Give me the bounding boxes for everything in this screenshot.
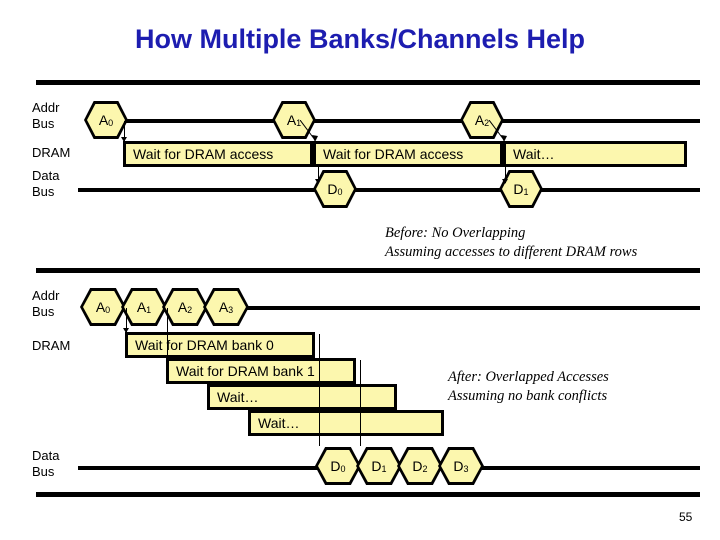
middle-divider-rule <box>36 268 700 273</box>
hexagon-fill <box>124 291 164 323</box>
before-dram-label: DRAM <box>32 145 71 160</box>
hexagon-fill <box>463 104 501 136</box>
hexagon-fill <box>502 173 540 205</box>
before-dram-wait-box-1: Wait for DRAM access <box>313 141 503 167</box>
before-connector-d1 <box>505 167 506 183</box>
after-connector-a1 <box>167 308 168 358</box>
before-connector-a2 <box>489 120 507 142</box>
after-dram-wait-box-3: Wait… <box>248 410 444 436</box>
after-data-bus-label: Data Bus <box>32 448 60 479</box>
hexagon-fill <box>359 450 399 482</box>
hexagon-fill <box>165 291 205 323</box>
after-connector-d0 <box>319 334 320 446</box>
after-addr-bus-line <box>246 306 700 310</box>
hexagon-fill <box>275 104 313 136</box>
before-connector-d0 <box>318 167 319 183</box>
after-connector-d1 <box>360 360 361 446</box>
before-connector-a0 <box>124 121 125 141</box>
hexagon-fill <box>87 104 125 136</box>
after-dram-label: DRAM <box>32 338 71 353</box>
page-number: 55 <box>679 510 693 524</box>
before-connector-a0-arrowhead <box>121 137 127 142</box>
page-title: How Multiple Banks/Channels Help <box>134 24 586 54</box>
after-dram-wait-box-2: Wait… <box>207 384 397 410</box>
before-connector-a1 <box>300 120 318 142</box>
after-dram-wait-box-1: Wait for DRAM bank 1 <box>166 358 356 384</box>
hexagon-fill <box>318 450 358 482</box>
after-caption: After: Overlapped Accesses Assuming no b… <box>448 369 609 404</box>
hexagon-fill <box>206 291 246 323</box>
before-data-bus-label: Data Bus <box>32 168 60 199</box>
before-dram-wait-box-0: Wait for DRAM access <box>123 141 313 167</box>
after-addr-bus-label: Addr Bus <box>32 288 60 319</box>
before-connector-d0-arrowhead <box>315 179 321 184</box>
top-divider-rule <box>36 80 700 85</box>
before-dram-wait-box-2: Wait… <box>503 141 687 167</box>
bottom-divider-rule <box>36 492 700 497</box>
after-connector-a0-arrowhead <box>123 328 129 333</box>
before-caption: Before: No Overlapping Assuming accesses… <box>385 225 638 260</box>
hexagon-fill <box>316 173 354 205</box>
hexagon-fill <box>441 450 481 482</box>
after-dram-wait-box-0: Wait for DRAM bank 0 <box>125 332 315 358</box>
before-addr-bus-label: Addr Bus <box>32 100 60 131</box>
hexagon-fill <box>83 291 123 323</box>
hexagon-fill <box>400 450 440 482</box>
before-data-bus-line <box>78 188 700 192</box>
before-addr-bus-line <box>100 119 700 123</box>
before-connector-d1-arrowhead <box>502 179 508 184</box>
after-connector-a0 <box>126 308 127 332</box>
